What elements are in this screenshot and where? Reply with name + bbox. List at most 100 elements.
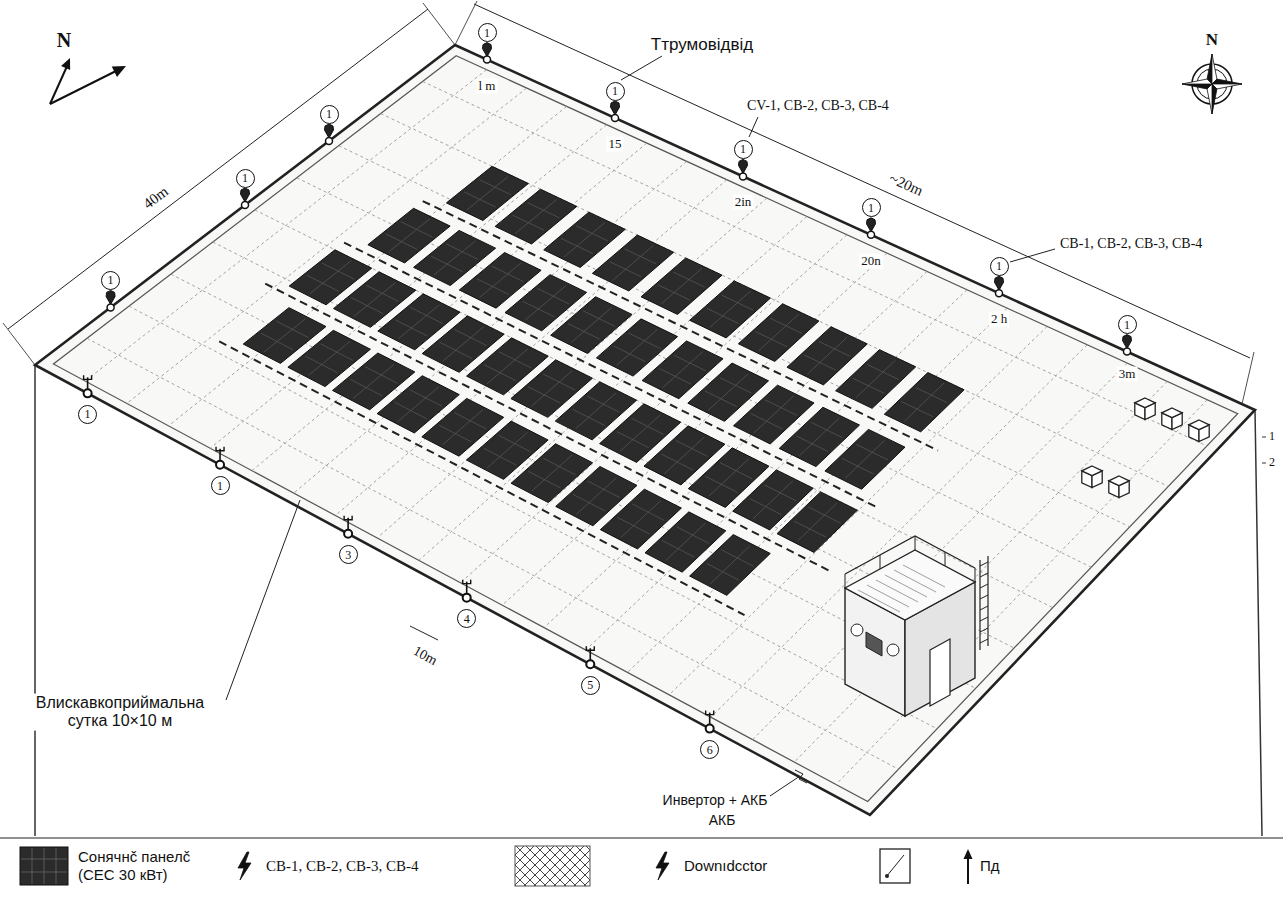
- railing-post: [915, 536, 916, 550]
- panel-cell-line: [573, 494, 605, 511]
- rod-fork: [463, 580, 471, 584]
- dimension-label: 10m: [408, 642, 441, 670]
- panel-cell-line: [576, 226, 608, 241]
- callout-number-text: 1: [108, 274, 114, 286]
- panel-cell-line: [571, 307, 612, 342]
- panel-cell-line: [484, 448, 516, 465]
- panel-cell-line: [467, 177, 508, 210]
- panel-cell-line: [610, 262, 642, 277]
- callout-number-text: 1: [484, 27, 490, 39]
- panel-cell-line: [618, 517, 650, 534]
- panel-cell-line: [568, 324, 600, 340]
- panel-cell-line: [492, 266, 524, 282]
- panel-cell-line: [710, 546, 750, 584]
- panel-cell-line: [588, 481, 620, 498]
- panel-cell-line: [721, 550, 753, 567]
- panel-cell-line: [306, 356, 338, 373]
- level-mark: 2: [1267, 456, 1277, 470]
- extension-line: [3, 323, 35, 365]
- panel-cell-line: [677, 527, 709, 544]
- leader-line: [226, 500, 300, 700]
- legend-box-dot: [885, 874, 889, 878]
- legend-box-icon: [880, 849, 910, 883]
- ladder-rung: [980, 628, 988, 632]
- panel-cell-line: [853, 378, 885, 393]
- callout-number-text: 1: [242, 172, 248, 184]
- panel-cell-line: [705, 476, 737, 492]
- callout-number: 1: [236, 169, 255, 188]
- rod-pin: [739, 159, 748, 173]
- panel-cell-line: [673, 272, 705, 287]
- rod-pin: [106, 290, 115, 304]
- dimension-line: [474, 4, 1250, 358]
- callout-number: 1: [478, 23, 497, 42]
- rod-pin: [995, 276, 1004, 290]
- ladder-rung: [980, 562, 988, 566]
- circuit-label: CB-1, CB-2, CB-3, CB-4: [1058, 236, 1204, 252]
- panel-cell-line: [750, 499, 782, 515]
- rod-fork: [706, 711, 714, 715]
- panel-cell-line: [366, 285, 398, 301]
- legend-arrow: [967, 858, 969, 884]
- panel-cell-line: [662, 352, 702, 388]
- panel-cell-line: [819, 341, 851, 356]
- panel-cell-line: [754, 396, 794, 433]
- ladder-rung: [980, 606, 988, 610]
- extension-line: [1242, 352, 1254, 404]
- panel-cell-line: [751, 413, 783, 429]
- panel-cell-line: [662, 540, 694, 557]
- panel-cell-line: [587, 396, 619, 412]
- panel-cell-line: [532, 455, 572, 491]
- rod-base: [586, 660, 594, 668]
- panel-cell-line: [264, 319, 305, 352]
- panel-cell-line: [664, 437, 704, 474]
- panel-cell-line: [531, 371, 572, 406]
- wall-tick: [1262, 463, 1266, 464]
- panel-cell-line: [522, 301, 554, 317]
- panel-cell-line: [661, 454, 693, 470]
- panel-cell-line: [916, 388, 948, 403]
- rod-base: [216, 461, 224, 469]
- rod-label: 2in: [733, 195, 754, 210]
- compass-point: [1212, 79, 1242, 84]
- panel-cell-line: [573, 409, 605, 425]
- panel-cell-line: [410, 390, 442, 407]
- hut-roof-hatch: [894, 570, 936, 592]
- ladder-rung: [980, 595, 988, 599]
- panel-cell-line: [528, 203, 560, 218]
- legend-box-line: [886, 855, 904, 877]
- callout-number: 1: [734, 140, 753, 159]
- rod-base: [706, 725, 714, 733]
- panel-cell-line: [440, 342, 472, 358]
- panel-cell-line: [411, 307, 443, 323]
- hut-roof-hatch: [858, 590, 900, 612]
- panel-cell-line: [543, 458, 575, 475]
- rod-base: [996, 290, 1003, 297]
- compass-point: [1182, 84, 1212, 89]
- callout-number-text: 6: [707, 744, 713, 756]
- panel-cell-line: [464, 192, 496, 207]
- panel-cell-line: [439, 425, 471, 442]
- north-arrow-head: [112, 66, 126, 77]
- circuit-label: CV-1, CB-2, CB-3, CB-4: [745, 98, 891, 114]
- legend-graphics: [0, 838, 1283, 886]
- panel-cell-line: [487, 349, 528, 384]
- mesh-callout: Влискавкоприймальна сутка 10×10 м: [18, 694, 222, 731]
- hut-window: [851, 624, 863, 636]
- rod-pin: [1123, 335, 1132, 349]
- solar-panel: [690, 535, 771, 596]
- panel-cell-line: [564, 222, 605, 256]
- inverter-hut: [845, 536, 988, 716]
- row-cable: [344, 243, 879, 509]
- leader-lines: [226, 56, 1055, 796]
- panel-cell-line: [770, 318, 802, 333]
- panel-cell-line: [722, 295, 754, 310]
- rod-fork: [586, 646, 594, 650]
- hut-roof-hatch: [867, 585, 909, 607]
- callout-number-text: 1: [85, 408, 91, 420]
- panel-cell-line: [443, 327, 484, 362]
- panel-cell-line: [310, 261, 352, 294]
- hut-window: [887, 644, 899, 656]
- panel-cell-line: [901, 402, 933, 417]
